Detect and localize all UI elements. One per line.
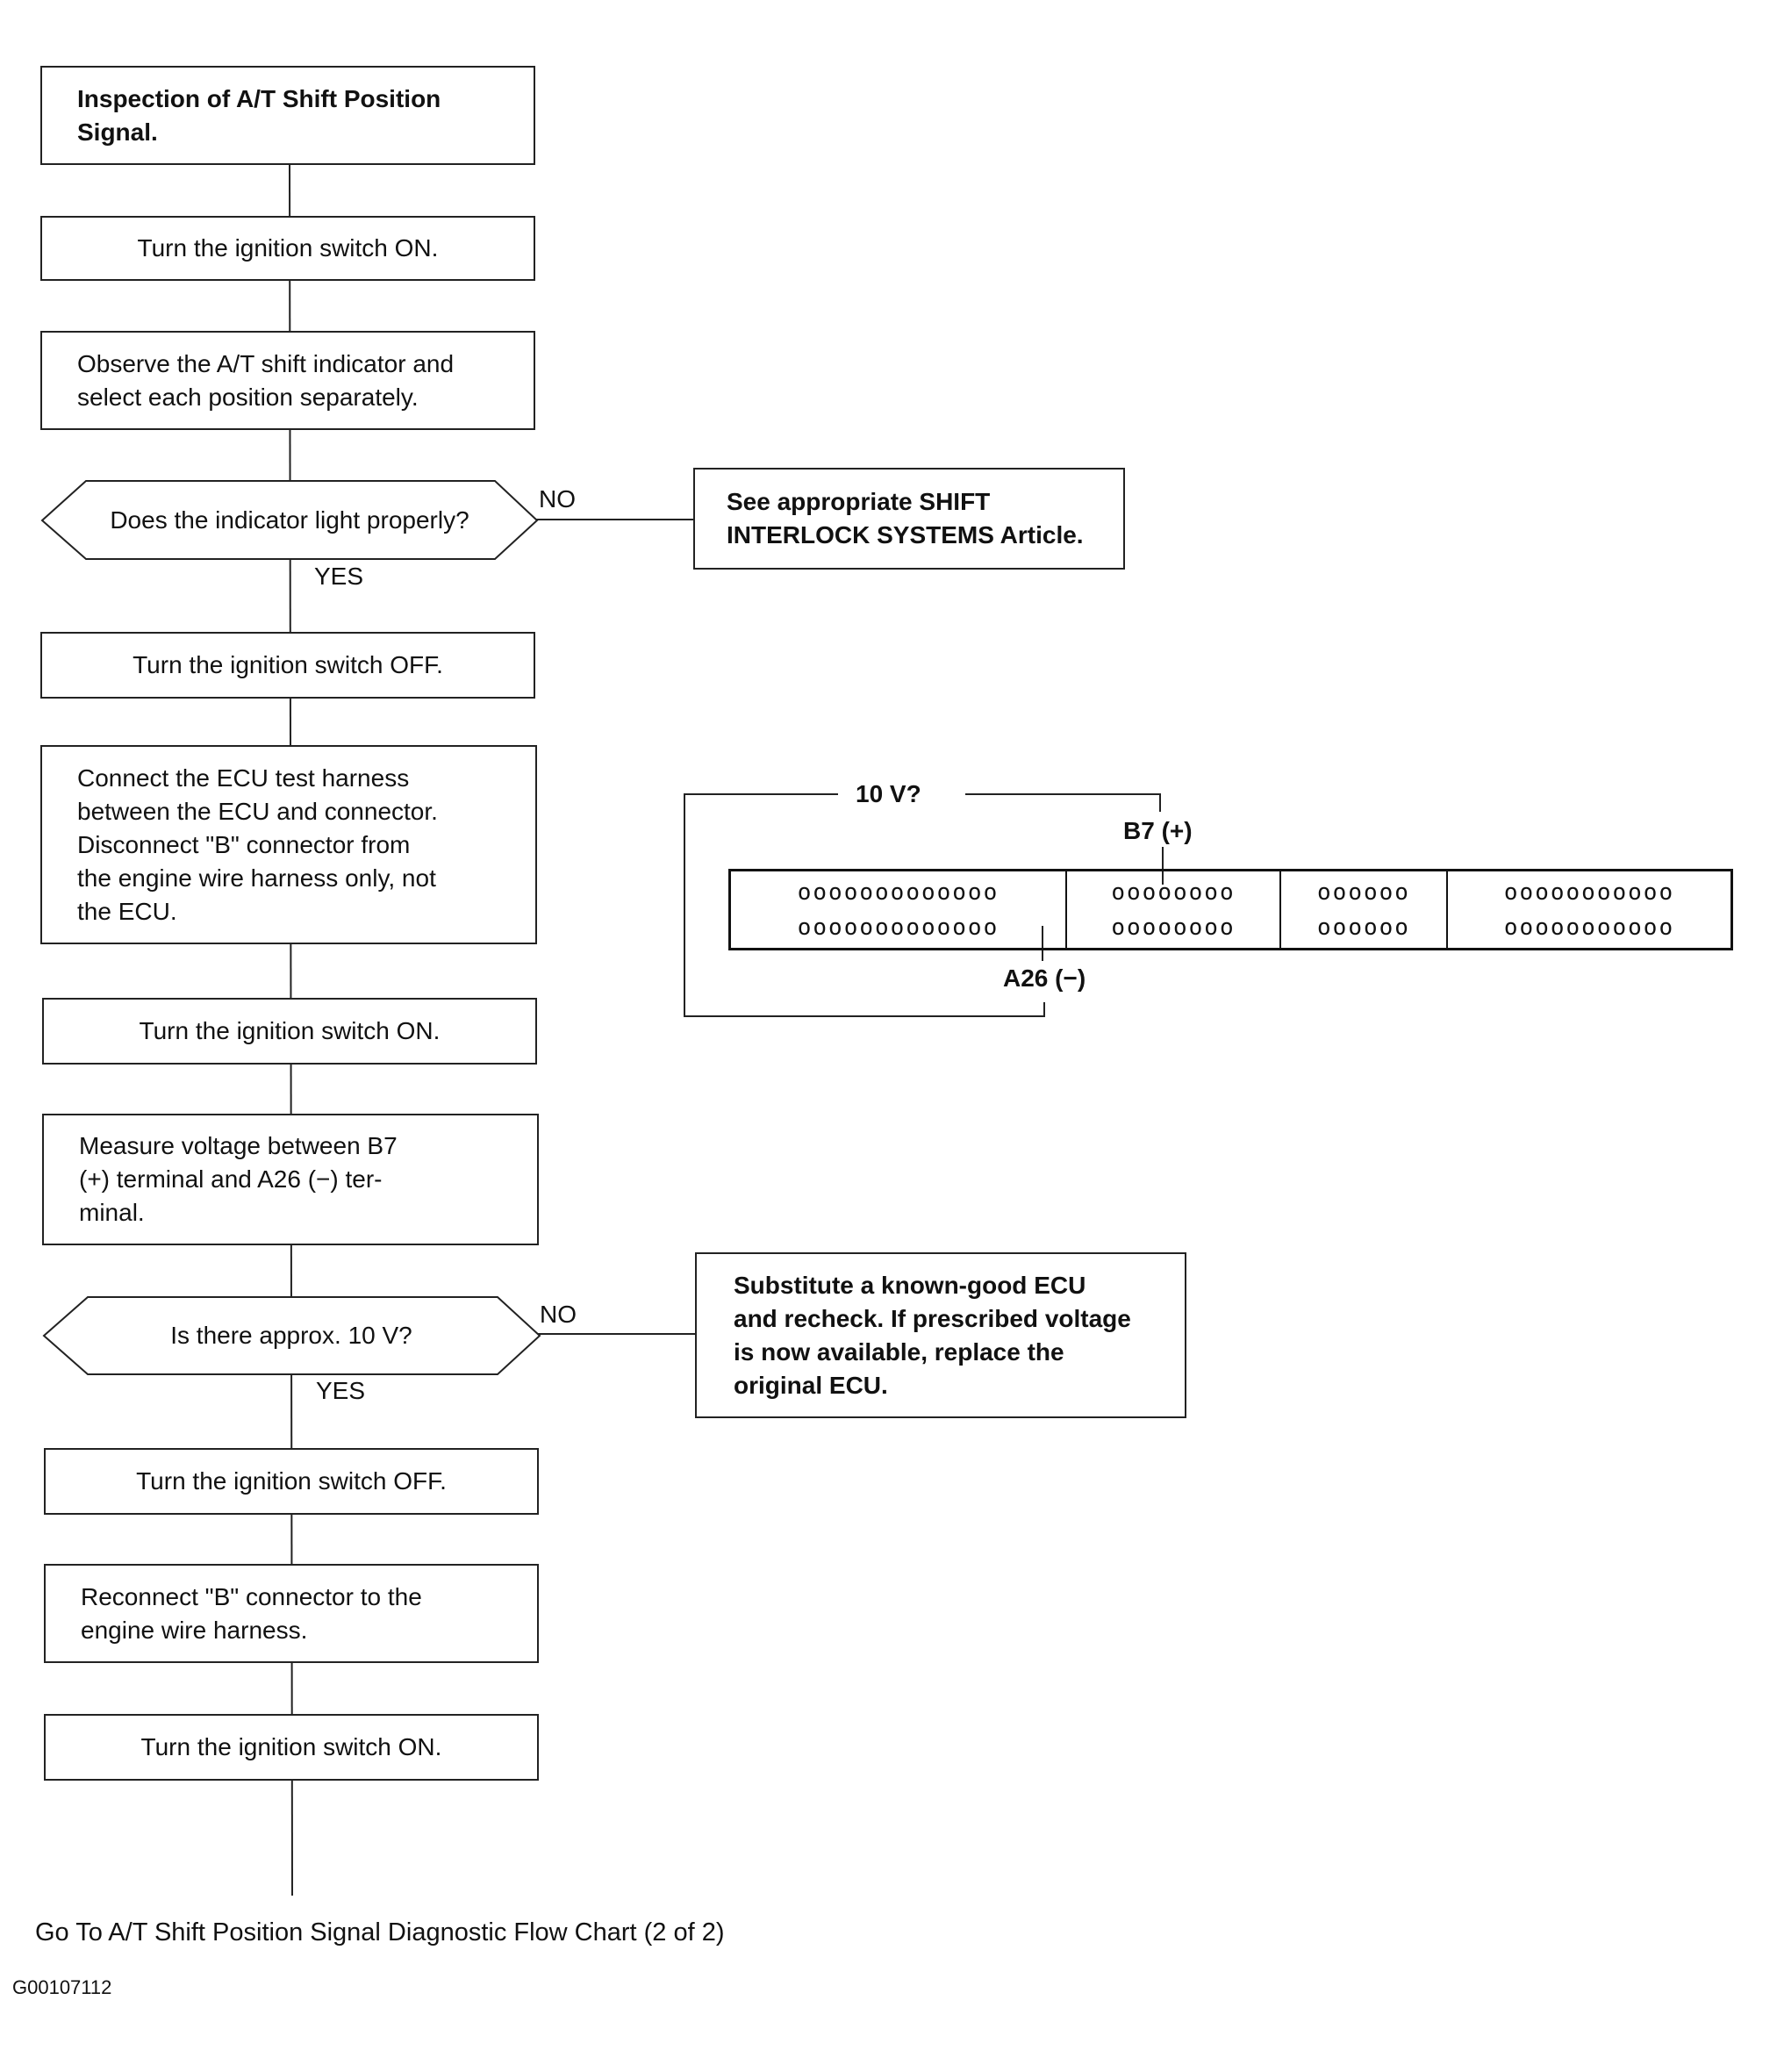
- figure-code: G00107112: [12, 1976, 112, 1998]
- branch-yes-label-1: YES: [314, 563, 364, 590]
- connector-row-top: ooooooooooooo: [797, 878, 1000, 906]
- branch-yes-label-2: YES: [316, 1377, 366, 1404]
- step-ignition-on-2: Turn the ignition switch ON.: [42, 998, 537, 1065]
- connector-row-bottom: ooooooooooooo: [797, 914, 1000, 941]
- step-observe-indicator: Observe the A/T shift indicator and sele…: [40, 331, 535, 430]
- decision-approx-10v: Is there approx. 10 V?: [170, 1322, 412, 1349]
- a26-terminal-label: A26 (−): [1003, 964, 1086, 992]
- step-ignition-off-1: Turn the ignition switch OFF.: [40, 632, 535, 699]
- step-inspection-title: Inspection of A/T Shift Position Signal.: [40, 66, 535, 165]
- step-ignition-off-2: Turn the ignition switch OFF.: [44, 1448, 539, 1515]
- branch-no-label-1: NO: [539, 485, 576, 513]
- b7-terminal-label: B7 (+): [1123, 817, 1193, 844]
- step-ignition-on-1: Turn the ignition switch ON.: [40, 216, 535, 281]
- step-measure-voltage: Measure voltage between B7 (+) terminal …: [42, 1114, 539, 1245]
- next-chart-reference: Go To A/T Shift Position Signal Diagnost…: [35, 1918, 725, 1947]
- connector-row-top: oooooooo: [1111, 878, 1236, 906]
- connector-row-top: oooooo: [1317, 878, 1410, 906]
- outcome-substitute-ecu: Substitute a known-good ECU and recheck.…: [695, 1252, 1186, 1418]
- step-reconnect-connector: Reconnect "B" connector to the engine wi…: [44, 1564, 539, 1663]
- outcome-see-shift-interlock: See appropriate SHIFT INTERLOCK SYSTEMS …: [693, 468, 1125, 570]
- branch-no-label-2: NO: [540, 1301, 577, 1328]
- decision-indicator-light: Does the indicator light properly?: [110, 505, 469, 534]
- connector-row-bottom: oooooooo: [1111, 914, 1236, 941]
- decision-shape-1: [40, 480, 539, 560]
- meter-lead-left: [684, 793, 1045, 1017]
- meter-lead-right: [965, 793, 1161, 812]
- step-ignition-on-3: Turn the ignition switch ON.: [44, 1714, 539, 1781]
- ecu-connector-section-3: oooooo oooooo: [1279, 869, 1448, 950]
- voltage-label: 10 V?: [856, 780, 921, 807]
- connector-row-top: ooooooooooo: [1503, 878, 1675, 906]
- step-connect-harness: Connect the ECU test harness between the…: [40, 745, 537, 944]
- ecu-connector-section-1: ooooooooooooo ooooooooooooo: [728, 869, 1067, 950]
- connector-row-bottom: oooooo: [1317, 914, 1410, 941]
- ecu-connector-section-4: ooooooooooo ooooooooooo: [1446, 869, 1733, 950]
- connector-row-bottom: ooooooooooo: [1503, 914, 1675, 941]
- decision-shape-2: [42, 1296, 541, 1375]
- ecu-connector-section-2: oooooooo oooooooo: [1065, 869, 1281, 950]
